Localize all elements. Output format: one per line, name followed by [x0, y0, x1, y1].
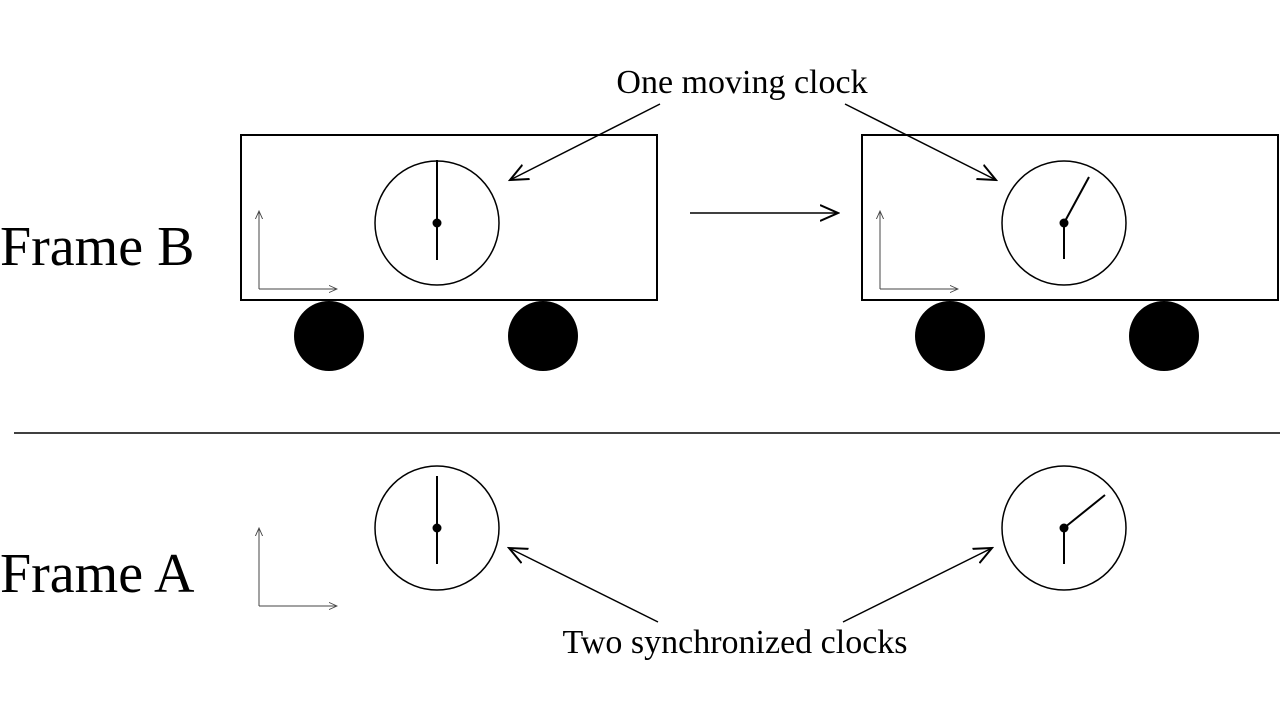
- wheel: [1129, 301, 1199, 371]
- clock-face: [1001, 465, 1127, 591]
- wheel: [294, 301, 364, 371]
- clock-face: [1001, 160, 1127, 286]
- clock-hand: [1063, 494, 1106, 529]
- clock-pivot: [1059, 523, 1069, 533]
- coordinate-axes-icon: [880, 211, 958, 289]
- clock-pivot: [1059, 218, 1069, 228]
- annotation-arrow: [510, 103, 661, 180]
- coordinate-axes-icon: [259, 211, 337, 289]
- coordinate-axes-icon: [259, 528, 337, 606]
- wheel: [915, 301, 985, 371]
- clock-pivot: [432, 218, 442, 228]
- annotation-arrow: [509, 548, 659, 623]
- annotation-arrow: [844, 103, 996, 180]
- wheel: [508, 301, 578, 371]
- frame-a-label: Frame A: [0, 543, 195, 605]
- cart-right: [861, 134, 1279, 371]
- annotation-arrow: [842, 548, 992, 623]
- cart-left: [240, 134, 658, 371]
- frame-b-label: Frame B: [0, 216, 194, 278]
- cart-body: [861, 134, 1279, 301]
- moving-clock-start: [374, 160, 500, 286]
- moving-clock-annotation: One moving clock: [616, 64, 867, 101]
- synchronized-clock-left: [374, 465, 500, 591]
- moving-clock-end: [1001, 160, 1127, 286]
- synchronized-clock-right: [1001, 465, 1127, 591]
- clock-pivot: [432, 523, 442, 533]
- clock-hand: [1063, 176, 1090, 224]
- cart-body: [240, 134, 658, 301]
- synchronized-clocks-annotation: Two synchronized clocks: [562, 624, 907, 661]
- clock-face: [374, 465, 500, 591]
